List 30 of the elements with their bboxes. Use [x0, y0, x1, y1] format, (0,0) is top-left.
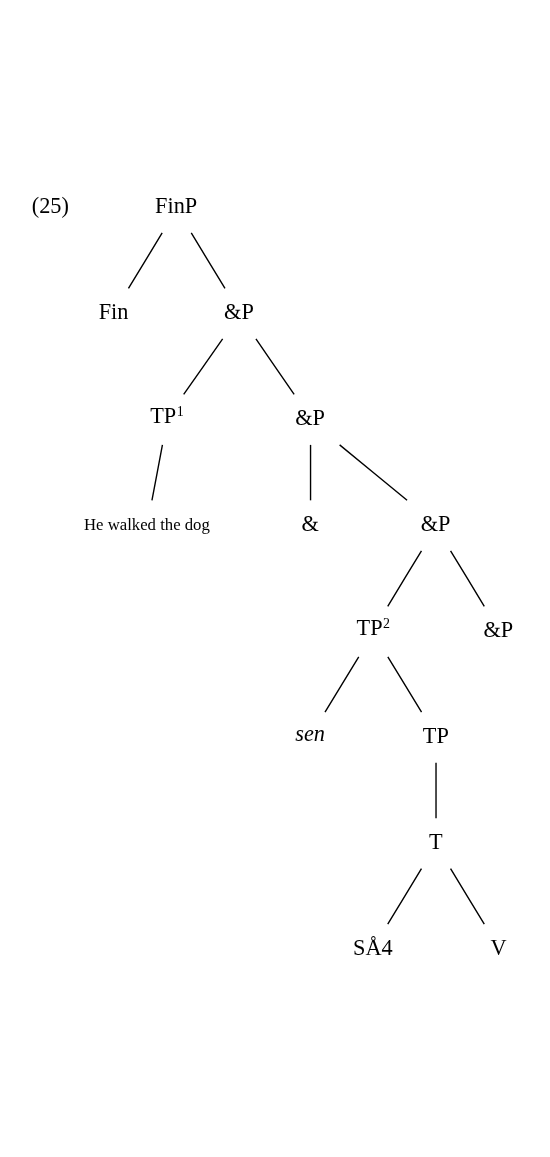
node-text: T	[429, 828, 443, 854]
connector	[449, 550, 485, 607]
node-text: V	[490, 934, 507, 960]
connector	[151, 444, 164, 502]
node-text: FinP	[155, 192, 198, 218]
connector	[387, 656, 423, 713]
node-text: SÅ4	[353, 934, 393, 960]
connector	[255, 338, 295, 396]
connector	[183, 338, 224, 396]
connector	[387, 550, 423, 607]
node-text: TP$^{2}$	[356, 615, 391, 641]
connector	[127, 232, 163, 290]
node-text: &P	[420, 510, 451, 536]
node-text: &P	[483, 616, 514, 642]
node-text: TP$^{1}$	[150, 403, 184, 429]
connector	[309, 444, 312, 502]
connector	[435, 762, 437, 819]
node-text: &	[301, 510, 319, 536]
label: (25)	[31, 192, 69, 218]
node-text: TP	[422, 722, 449, 748]
connector	[338, 444, 408, 502]
node-text: sen	[295, 721, 325, 747]
node-text: He walked the dog	[84, 514, 210, 534]
node-text: &P	[295, 404, 325, 430]
connector	[190, 232, 226, 290]
connector	[387, 868, 423, 925]
node-text: Fin	[98, 298, 129, 324]
connector	[449, 868, 485, 925]
node-text: &P	[224, 298, 254, 324]
connector	[324, 656, 360, 713]
